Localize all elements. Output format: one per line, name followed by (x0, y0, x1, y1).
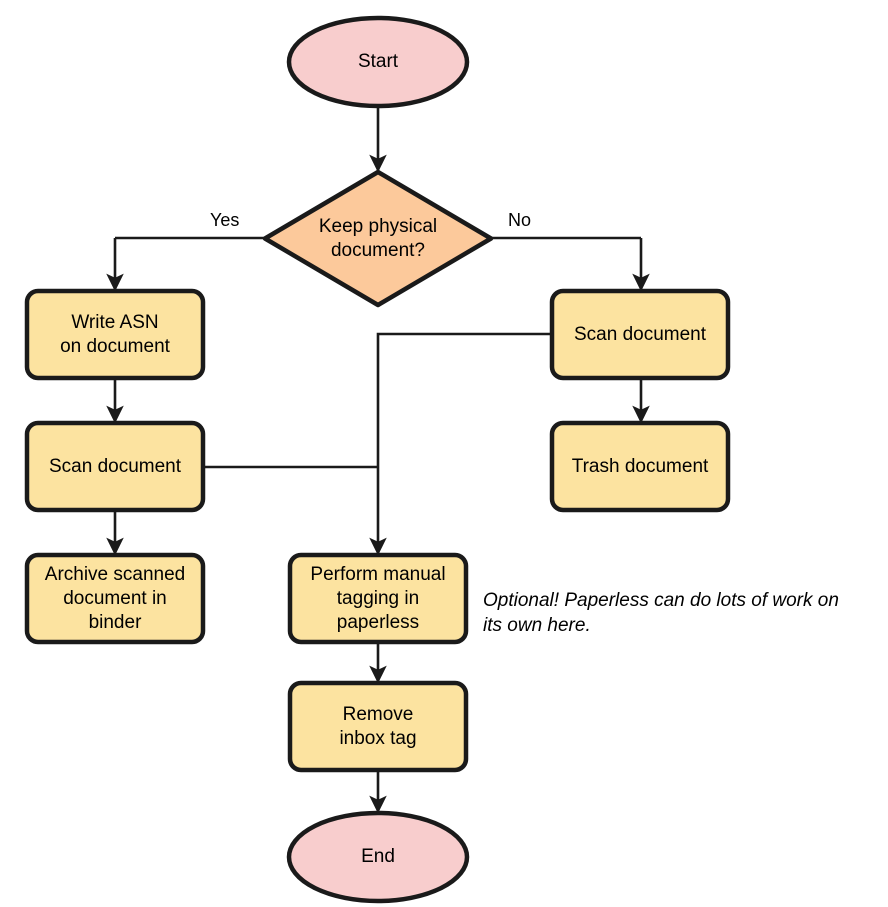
edge-label-yes: Yes (210, 210, 240, 230)
node-remove-inbox-tag[interactable] (287, 680, 469, 773)
node-write-asn[interactable] (24, 288, 206, 381)
node-archive-binder[interactable] (24, 552, 206, 645)
node-scan-document-left[interactable] (24, 420, 206, 513)
node-end[interactable] (286, 810, 470, 904)
annotation-optional-note: Optional! Paperless can do lots of work … (483, 590, 839, 636)
node-manual-tagging[interactable] (287, 552, 469, 645)
connector-scanright-to-junction (376, 332, 552, 467)
node-decision-keep-physical[interactable] (262, 169, 494, 308)
connector-group (106, 107, 650, 814)
node-trash-document[interactable] (549, 420, 731, 513)
node-scan-document-right[interactable] (549, 288, 731, 381)
node-start[interactable] (286, 15, 470, 109)
edge-label-no: No (508, 210, 532, 230)
connector-group-plain (115, 236, 641, 469)
